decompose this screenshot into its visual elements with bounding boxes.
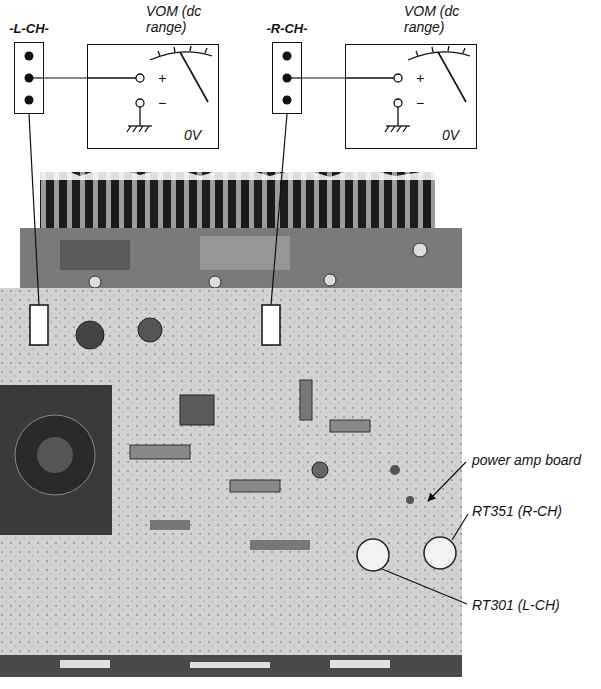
- part-label: RT301 (L-CH): [472, 597, 560, 613]
- board-label: power amp board: [472, 452, 581, 468]
- channel-label: -L-CH-: [9, 21, 49, 37]
- terminal-label: +: [416, 70, 424, 86]
- probe-wire: [29, 114, 287, 305]
- vom-meter: VOM (dc range)+−0V: [345, 44, 477, 149]
- pcb: [0, 288, 462, 677]
- meter-title: VOM (dc range): [146, 3, 226, 35]
- probe-wire: [302, 77, 345, 78]
- terminal-label: −: [416, 95, 424, 111]
- terminal-label: +: [158, 70, 166, 86]
- part-label: RT351 (R-CH): [472, 503, 562, 519]
- channel-label: -R-CH-: [266, 21, 307, 37]
- terminal-label: −: [158, 95, 166, 111]
- meter-face: [87, 46, 470, 132]
- leader-line: [382, 462, 468, 604]
- chassis: [20, 228, 462, 290]
- ground-label: 0V: [442, 127, 459, 143]
- vom-meter: VOM (dc range)+−0V: [87, 44, 219, 149]
- ground-label: 0V: [184, 127, 201, 143]
- test-connector: -R-CH-: [272, 42, 302, 114]
- meter-title: VOM (dc range): [404, 3, 484, 35]
- heatsink: [40, 166, 435, 230]
- probe-wire: [44, 77, 87, 78]
- test-connector: -L-CH-: [14, 42, 44, 114]
